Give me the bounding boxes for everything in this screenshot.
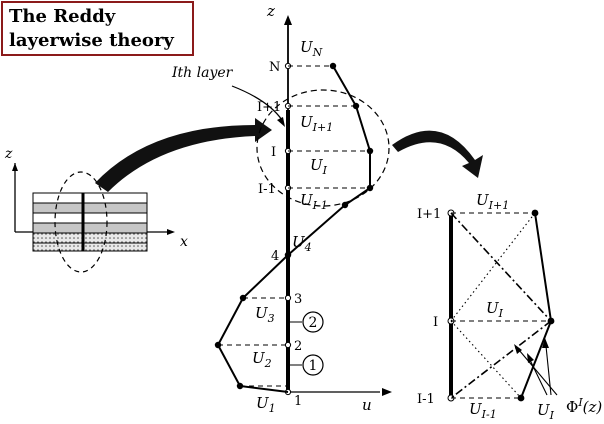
main-diagram: z u N I+1 I I-1 4 3 2 1	[171, 2, 392, 415]
annotation-arrow-2-icon	[542, 338, 549, 348]
annotation-UI: UI	[537, 401, 555, 422]
layer-number-2: 2	[309, 315, 318, 331]
detail-diagram: I+1 I I-1 UI+1 UI UI-1	[417, 191, 602, 422]
detail-label-UI+1: UI+1	[476, 191, 509, 212]
curved-arrow-icon	[95, 118, 272, 192]
ith-layer-label: Ith layer	[171, 65, 234, 81]
curved-arrow-right-icon	[392, 130, 483, 178]
main-u-label: u	[362, 396, 372, 414]
detail-node-I-1: I-1	[417, 392, 435, 407]
detail-node-I+1: I+1	[417, 207, 441, 222]
label-UN: UN	[300, 38, 323, 59]
main-u-arrow-icon	[382, 388, 392, 396]
title-line-2: layerwise theory	[9, 30, 174, 51]
main-z-label: z	[266, 2, 275, 20]
node-label-N: N	[269, 60, 280, 75]
detail-label-UI: UI	[486, 299, 504, 320]
laminate-sketch: z x	[4, 146, 188, 273]
node-label-I-1: I-1	[258, 182, 276, 197]
title-line-1: The Reddy	[9, 6, 116, 27]
main-z-arrow-icon	[284, 15, 292, 25]
label-UI-1: UI-1	[300, 191, 328, 212]
laminate-x-arrow-icon	[167, 229, 175, 235]
node-label-4: 4	[271, 249, 279, 264]
detail-label-UI-1: UI-1	[469, 400, 497, 421]
label-U2: U2	[252, 349, 272, 370]
laminate-z-arrow-icon	[12, 163, 18, 171]
annotation-arrow-1-icon	[527, 353, 534, 363]
annotation-phi: ΦI(z)	[566, 396, 602, 416]
node-label-I: I	[271, 145, 276, 160]
label-U4: U4	[292, 233, 312, 254]
laminate-x-label: x	[180, 234, 188, 250]
node-label-I+1: I+1	[257, 100, 281, 115]
label-U1: U1	[256, 394, 276, 415]
annotation-arrow-3-icon	[514, 344, 522, 354]
node-label-3: 3	[294, 292, 302, 307]
layer-number-1: 1	[309, 358, 318, 374]
label-UI+1: UI+1	[300, 113, 333, 134]
node-label-2: 2	[294, 339, 302, 354]
label-UI: UI	[310, 156, 328, 177]
node-label-1: 1	[294, 394, 302, 409]
detail-node-I: I	[433, 315, 438, 330]
callout-arrow-icon	[277, 117, 285, 127]
title-box: The Reddy layerwise theory	[1, 1, 194, 56]
laminate-z-label: z	[4, 146, 13, 162]
label-U3: U3	[255, 304, 275, 325]
